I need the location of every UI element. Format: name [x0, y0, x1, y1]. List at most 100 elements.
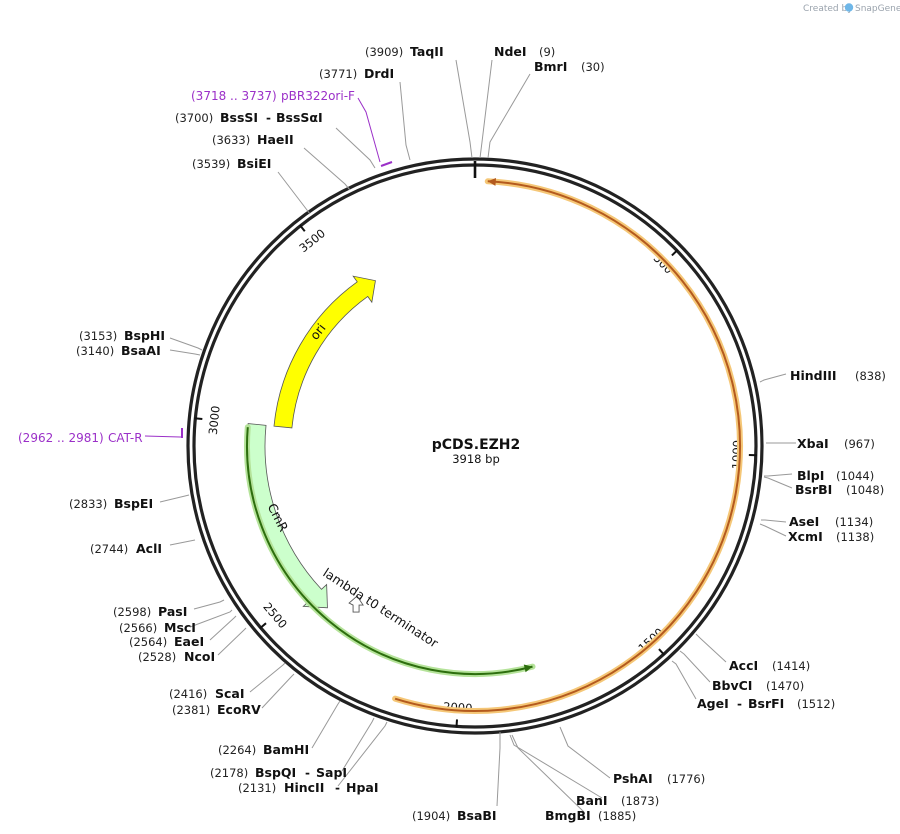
svg-text:PasI: PasI — [158, 604, 187, 619]
site-label-bsphi[interactable]: (3153) BspHI — [79, 328, 165, 343]
site-label-bspei[interactable]: (2833) BspEI — [69, 496, 153, 511]
site-label-bbvci[interactable]: BbvCI (1470) — [712, 678, 804, 693]
svg-text:(3153): (3153) — [79, 329, 117, 343]
tick-mark-500 — [671, 249, 679, 257]
site-label-scai[interactable]: (2416) ScaI — [169, 686, 245, 701]
site-label-taqii[interactable]: (3909) TaqII — [365, 44, 444, 59]
site-label-agei[interactable]: AgeI - BsrFI (1512) — [697, 696, 835, 711]
svg-text:BamHI: BamHI — [263, 742, 309, 757]
svg-text:(2962 .. 2981): (2962 .. 2981) — [18, 431, 104, 445]
site-label-pasi[interactable]: (2598) PasI — [113, 604, 187, 619]
svg-text:XbaI: XbaI — [797, 436, 829, 451]
site-label-asei[interactable]: AseI (1134) — [789, 514, 873, 529]
site-label-hindiii[interactable]: HindIII (838) — [790, 368, 886, 383]
svg-text:PshAI: PshAI — [613, 771, 653, 786]
svg-text:NdeI: NdeI — [494, 44, 527, 59]
site-label-bani[interactable]: BanI (1873) — [576, 793, 659, 808]
site-label-msci[interactable]: (2566) MscI — [119, 620, 196, 635]
svg-text:BbvCI: BbvCI — [712, 678, 752, 693]
watermark-brand: SnapGene — [855, 4, 900, 14]
feature-cmr-promoter[interactable] — [246, 427, 533, 675]
site-label-blpi[interactable]: BlpI (1044) — [797, 468, 874, 483]
svg-text:BsiEI: BsiEI — [237, 156, 271, 171]
svg-text:(2564): (2564) — [129, 635, 167, 649]
site-label-bsrbi[interactable]: BsrBI (1048) — [795, 482, 884, 497]
site-label-acli[interactable]: (2744) AclI — [90, 541, 162, 556]
plasmid-name: pCDS.EZH2 — [432, 437, 521, 453]
feature-lambda-t0-terminator[interactable] — [348, 595, 364, 613]
site-label-bsiei[interactable]: (3539) BsiEI — [192, 156, 271, 171]
svg-text:(1904): (1904) — [412, 809, 450, 823]
svg-text:SapI: SapI — [316, 765, 347, 780]
tick-mark-2000 — [455, 719, 458, 728]
svg-text:(2416): (2416) — [169, 687, 207, 701]
primer-arrow-pbr322ori-f — [380, 161, 393, 167]
plasmid-size: 3918 bp — [452, 452, 500, 466]
site-label-bsssi[interactable]: (3700) BssSI - BssSαI — [175, 110, 323, 125]
svg-text:HaeII: HaeII — [257, 132, 294, 147]
svg-text:DrdI: DrdI — [364, 66, 394, 81]
svg-text:BsrFI: BsrFI — [748, 696, 784, 711]
tick-mark-3000 — [194, 417, 203, 421]
svg-text:(1414): (1414) — [772, 659, 810, 673]
svg-text:(1470): (1470) — [766, 679, 804, 693]
site-label-bspqi[interactable]: (2178) BspQI - SapI — [210, 765, 347, 780]
site-label-hincii[interactable]: (2131) HincII - HpaI — [238, 780, 379, 795]
site-label-bamhi[interactable]: (2264) BamHI — [218, 742, 309, 757]
site-label-ncoi[interactable]: (2528) NcoI — [138, 649, 215, 664]
svg-text:CAT-R: CAT-R — [108, 431, 143, 445]
primer-markers — [144, 97, 393, 438]
restriction-sites: (3909) TaqII NdeI (9) BmrI (30) (3771) D… — [69, 44, 886, 823]
svg-text:(1048): (1048) — [846, 483, 884, 497]
features — [244, 177, 743, 714]
svg-text:AccI: AccI — [729, 658, 758, 673]
site-label-ecorv[interactable]: (2381) EcoRV — [172, 702, 261, 717]
svg-text:-: - — [335, 781, 340, 795]
feature-cmr-promoter-arrowhead — [523, 664, 533, 673]
svg-text:BssSI: BssSI — [220, 110, 258, 125]
svg-text:BlpI: BlpI — [797, 468, 824, 483]
tick-mark-1500 — [658, 648, 666, 656]
site-label-xbai[interactable]: XbaI (967) — [797, 436, 875, 451]
svg-text:pBR322ori-F: pBR322ori-F — [281, 89, 355, 103]
site-label-pshai[interactable]: PshAI (1776) — [613, 771, 705, 786]
svg-text:BmgBI: BmgBI — [545, 808, 591, 823]
svg-text:AseI: AseI — [789, 514, 819, 529]
snapgene-logo-icon — [844, 3, 854, 12]
site-label-xcmi[interactable]: XcmI (1138) — [788, 529, 874, 544]
site-label-drdi[interactable]: (3771) DrdI — [319, 66, 394, 81]
site-label-bsabi[interactable]: (1904) BsaBI — [412, 808, 497, 823]
svg-text:BssSαI: BssSαI — [276, 110, 323, 125]
primer-label-pbr322ori-f[interactable]: (3718 .. 3737) pBR322ori-F — [191, 89, 355, 103]
plasmid-center-label: pCDS.EZH2 3918 bp — [432, 437, 521, 466]
svg-text:(2381): (2381) — [172, 703, 210, 717]
site-label-ndei[interactable]: NdeI (9) — [494, 44, 555, 59]
svg-text:(1885): (1885) — [598, 809, 636, 823]
svg-text:(1776): (1776) — [667, 772, 705, 786]
svg-text:(3633): (3633) — [212, 133, 250, 147]
svg-text:MscI: MscI — [164, 620, 196, 635]
svg-text:(9): (9) — [539, 45, 555, 59]
feature-ezh2[interactable] — [394, 180, 741, 712]
svg-text:(3909): (3909) — [365, 45, 403, 59]
site-label-bmri[interactable]: BmrI (30) — [534, 59, 605, 74]
site-label-haeii[interactable]: (3633) HaeII — [212, 132, 294, 147]
site-label-bmgbi[interactable]: BmgBI (1885) — [545, 808, 636, 823]
site-label-acci[interactable]: AccI (1414) — [729, 658, 810, 673]
svg-text:(2833): (2833) — [69, 497, 107, 511]
primer-label-cat-r[interactable]: (2962 .. 2981) CAT-R — [18, 431, 143, 445]
site-label-bsaai[interactable]: (3140) BsaAI — [76, 343, 161, 358]
svg-text:EcoRV: EcoRV — [217, 702, 261, 717]
svg-text:NcoI: NcoI — [184, 649, 215, 664]
svg-text:(2131): (2131) — [238, 781, 276, 795]
svg-text:(1873): (1873) — [621, 794, 659, 808]
svg-text:(3140): (3140) — [76, 344, 114, 358]
svg-text:(2264): (2264) — [218, 743, 256, 757]
backbone — [186, 157, 764, 735]
svg-text:BanI: BanI — [576, 793, 608, 808]
feature-ori[interactable] — [273, 275, 376, 429]
site-label-eaei[interactable]: (2564) EaeI — [129, 634, 204, 649]
svg-text:(2744): (2744) — [90, 542, 128, 556]
svg-text:(2598): (2598) — [113, 605, 151, 619]
